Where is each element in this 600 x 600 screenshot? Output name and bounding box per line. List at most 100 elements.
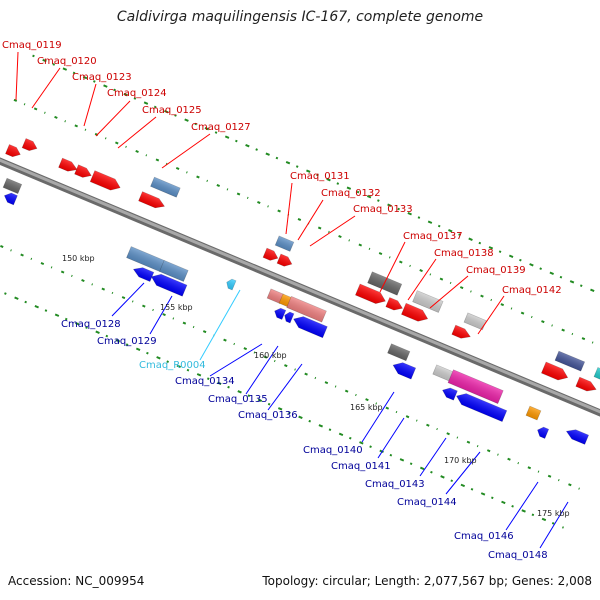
reverse-leader-line bbox=[111, 282, 145, 317]
forward-feature[interactable] bbox=[541, 361, 570, 383]
gene-label-cmaq-0138[interactable]: Cmaq_0138 bbox=[434, 248, 494, 259]
reverse-feature[interactable] bbox=[149, 271, 188, 297]
forward-feature[interactable] bbox=[412, 290, 444, 313]
gene-label-cmaq-0146[interactable]: Cmaq_0146 bbox=[454, 531, 514, 542]
gene-label-cmaq-0128[interactable]: Cmaq_0128 bbox=[61, 319, 121, 330]
forward-feature[interactable] bbox=[593, 367, 600, 386]
gene-label-cmaq-0143[interactable]: Cmaq_0143 bbox=[365, 479, 425, 490]
tick-165kbp: 165 kbp bbox=[350, 403, 383, 412]
feature-track bbox=[2, 138, 600, 445]
forward-leader-line bbox=[297, 199, 324, 241]
forward-feature[interactable] bbox=[463, 312, 487, 331]
reverse-feature[interactable] bbox=[126, 246, 165, 272]
map-title: Caldivirga maquilingensis IC-167, comple… bbox=[116, 9, 484, 25]
gene-label-cmaq-0123[interactable]: Cmaq_0123 bbox=[72, 72, 132, 83]
forward-leader-line bbox=[379, 241, 406, 293]
reverse-feature[interactable] bbox=[159, 260, 189, 282]
forward-leader-line bbox=[15, 51, 19, 101]
forward-feature[interactable] bbox=[150, 176, 181, 198]
forward-feature[interactable] bbox=[355, 283, 387, 307]
reverse-leader-line bbox=[505, 481, 539, 531]
forward-leader-line bbox=[83, 83, 97, 127]
gc-skew-track bbox=[0, 54, 600, 529]
tick-150kbp: 150 kbp bbox=[62, 254, 95, 263]
gene-label-cmaq-0135[interactable]: Cmaq_0135 bbox=[208, 394, 268, 405]
forward-feature[interactable] bbox=[138, 191, 167, 211]
tick-175kbp: 175 kbp bbox=[537, 509, 570, 518]
genome-backbone bbox=[0, 157, 600, 417]
reverse-feature[interactable] bbox=[391, 360, 417, 380]
reverse-feature[interactable] bbox=[225, 278, 237, 291]
gene-label-cmaq-0119[interactable]: Cmaq_0119 bbox=[2, 40, 62, 51]
forward-feature[interactable] bbox=[58, 157, 79, 174]
reverse-gene-labels: Cmaq_0128 Cmaq_0129 Cmaq_R0004 Cmaq_0134… bbox=[61, 319, 548, 561]
reverse-feature[interactable] bbox=[536, 425, 550, 439]
reverse-feature[interactable] bbox=[564, 427, 590, 445]
reverse-feature[interactable] bbox=[283, 311, 295, 324]
gene-label-cmaq-0137[interactable]: Cmaq_0137 bbox=[403, 231, 463, 242]
gene-label-cmaq-0148[interactable]: Cmaq_0148 bbox=[488, 550, 548, 561]
gene-label-cmaq-0127[interactable]: Cmaq_0127 bbox=[191, 122, 251, 133]
forward-feature[interactable] bbox=[5, 144, 22, 160]
gene-label-cmaq-0124[interactable]: Cmaq_0124 bbox=[107, 88, 167, 99]
label-leader-lines bbox=[15, 51, 569, 549]
forward-feature[interactable] bbox=[276, 253, 294, 269]
reverse-feature[interactable] bbox=[273, 306, 287, 320]
tick-170kbp: 170 kbp bbox=[444, 456, 477, 465]
gene-label-cmaq-0139[interactable]: Cmaq_0139 bbox=[466, 265, 526, 276]
forward-gene-labels: Cmaq_0119 Cmaq_0120 Cmaq_0123 Cmaq_0124 … bbox=[2, 40, 562, 296]
reverse-feature[interactable] bbox=[2, 177, 23, 195]
scale-ticks: 150 kbp 155 kbp 160 kbp 165 kbp 170 kbp … bbox=[62, 254, 570, 518]
accession-text: Accession: NC_009954 bbox=[8, 574, 145, 588]
reverse-feature[interactable] bbox=[454, 390, 508, 423]
forward-leader-line bbox=[31, 67, 61, 109]
forward-feature[interactable] bbox=[262, 247, 280, 263]
forward-feature[interactable] bbox=[385, 297, 405, 312]
reverse-feature[interactable] bbox=[266, 288, 285, 304]
forward-leader-line bbox=[429, 275, 469, 309]
gene-label-cmaq-0120[interactable]: Cmaq_0120 bbox=[37, 56, 97, 67]
reverse-feature[interactable] bbox=[132, 265, 155, 282]
reverse-leader-line bbox=[245, 345, 279, 395]
reverse-feature[interactable] bbox=[286, 295, 327, 323]
gene-label-cmaq-0129[interactable]: Cmaq_0129 bbox=[97, 336, 157, 347]
gene-label-cmaq-0133[interactable]: Cmaq_0133 bbox=[353, 204, 413, 215]
reverse-leader-line bbox=[267, 363, 303, 411]
forward-feature[interactable] bbox=[89, 170, 122, 194]
reverse-feature[interactable] bbox=[441, 386, 458, 401]
forward-feature[interactable] bbox=[575, 376, 598, 394]
tick-160kbp: 160 kbp bbox=[254, 351, 287, 360]
reverse-feature[interactable] bbox=[2, 191, 18, 206]
forward-leader-line bbox=[161, 133, 211, 169]
reverse-leader-line bbox=[361, 391, 395, 443]
gene-label-cmaq-0132[interactable]: Cmaq_0132 bbox=[321, 188, 381, 199]
forward-feature[interactable] bbox=[451, 324, 472, 341]
forward-feature[interactable] bbox=[21, 138, 39, 153]
gene-label-cmaq-0136[interactable]: Cmaq_0136 bbox=[238, 410, 298, 421]
reverse-leader-line bbox=[419, 437, 447, 477]
gc-dash-line bbox=[0, 290, 564, 529]
reverse-feature[interactable] bbox=[447, 369, 504, 404]
forward-leader-line bbox=[407, 258, 437, 301]
reverse-leader-line bbox=[377, 417, 405, 459]
reverse-feature[interactable] bbox=[387, 343, 411, 362]
reverse-feature[interactable] bbox=[525, 405, 542, 421]
reverse-feature[interactable] bbox=[291, 313, 328, 339]
forward-feature[interactable] bbox=[554, 350, 586, 372]
forward-leader-line bbox=[477, 295, 505, 335]
forward-feature[interactable] bbox=[274, 235, 295, 252]
rna-leader-line bbox=[199, 289, 241, 361]
forward-feature[interactable] bbox=[401, 302, 430, 324]
gene-label-cmaq-0140[interactable]: Cmaq_0140 bbox=[303, 445, 363, 456]
gene-label-cmaq-r0004[interactable]: Cmaq_R0004 bbox=[139, 360, 206, 371]
gene-label-cmaq-0131[interactable]: Cmaq_0131 bbox=[290, 171, 350, 182]
gene-label-cmaq-0144[interactable]: Cmaq_0144 bbox=[397, 497, 457, 508]
reverse-leader-line bbox=[149, 295, 173, 335]
forward-feature[interactable] bbox=[74, 164, 94, 180]
gene-label-cmaq-0141[interactable]: Cmaq_0141 bbox=[331, 461, 391, 472]
gene-label-cmaq-0125[interactable]: Cmaq_0125 bbox=[142, 105, 202, 116]
gene-label-cmaq-0142[interactable]: Cmaq_0142 bbox=[502, 285, 562, 296]
gene-label-cmaq-0134[interactable]: Cmaq_0134 bbox=[175, 376, 235, 387]
